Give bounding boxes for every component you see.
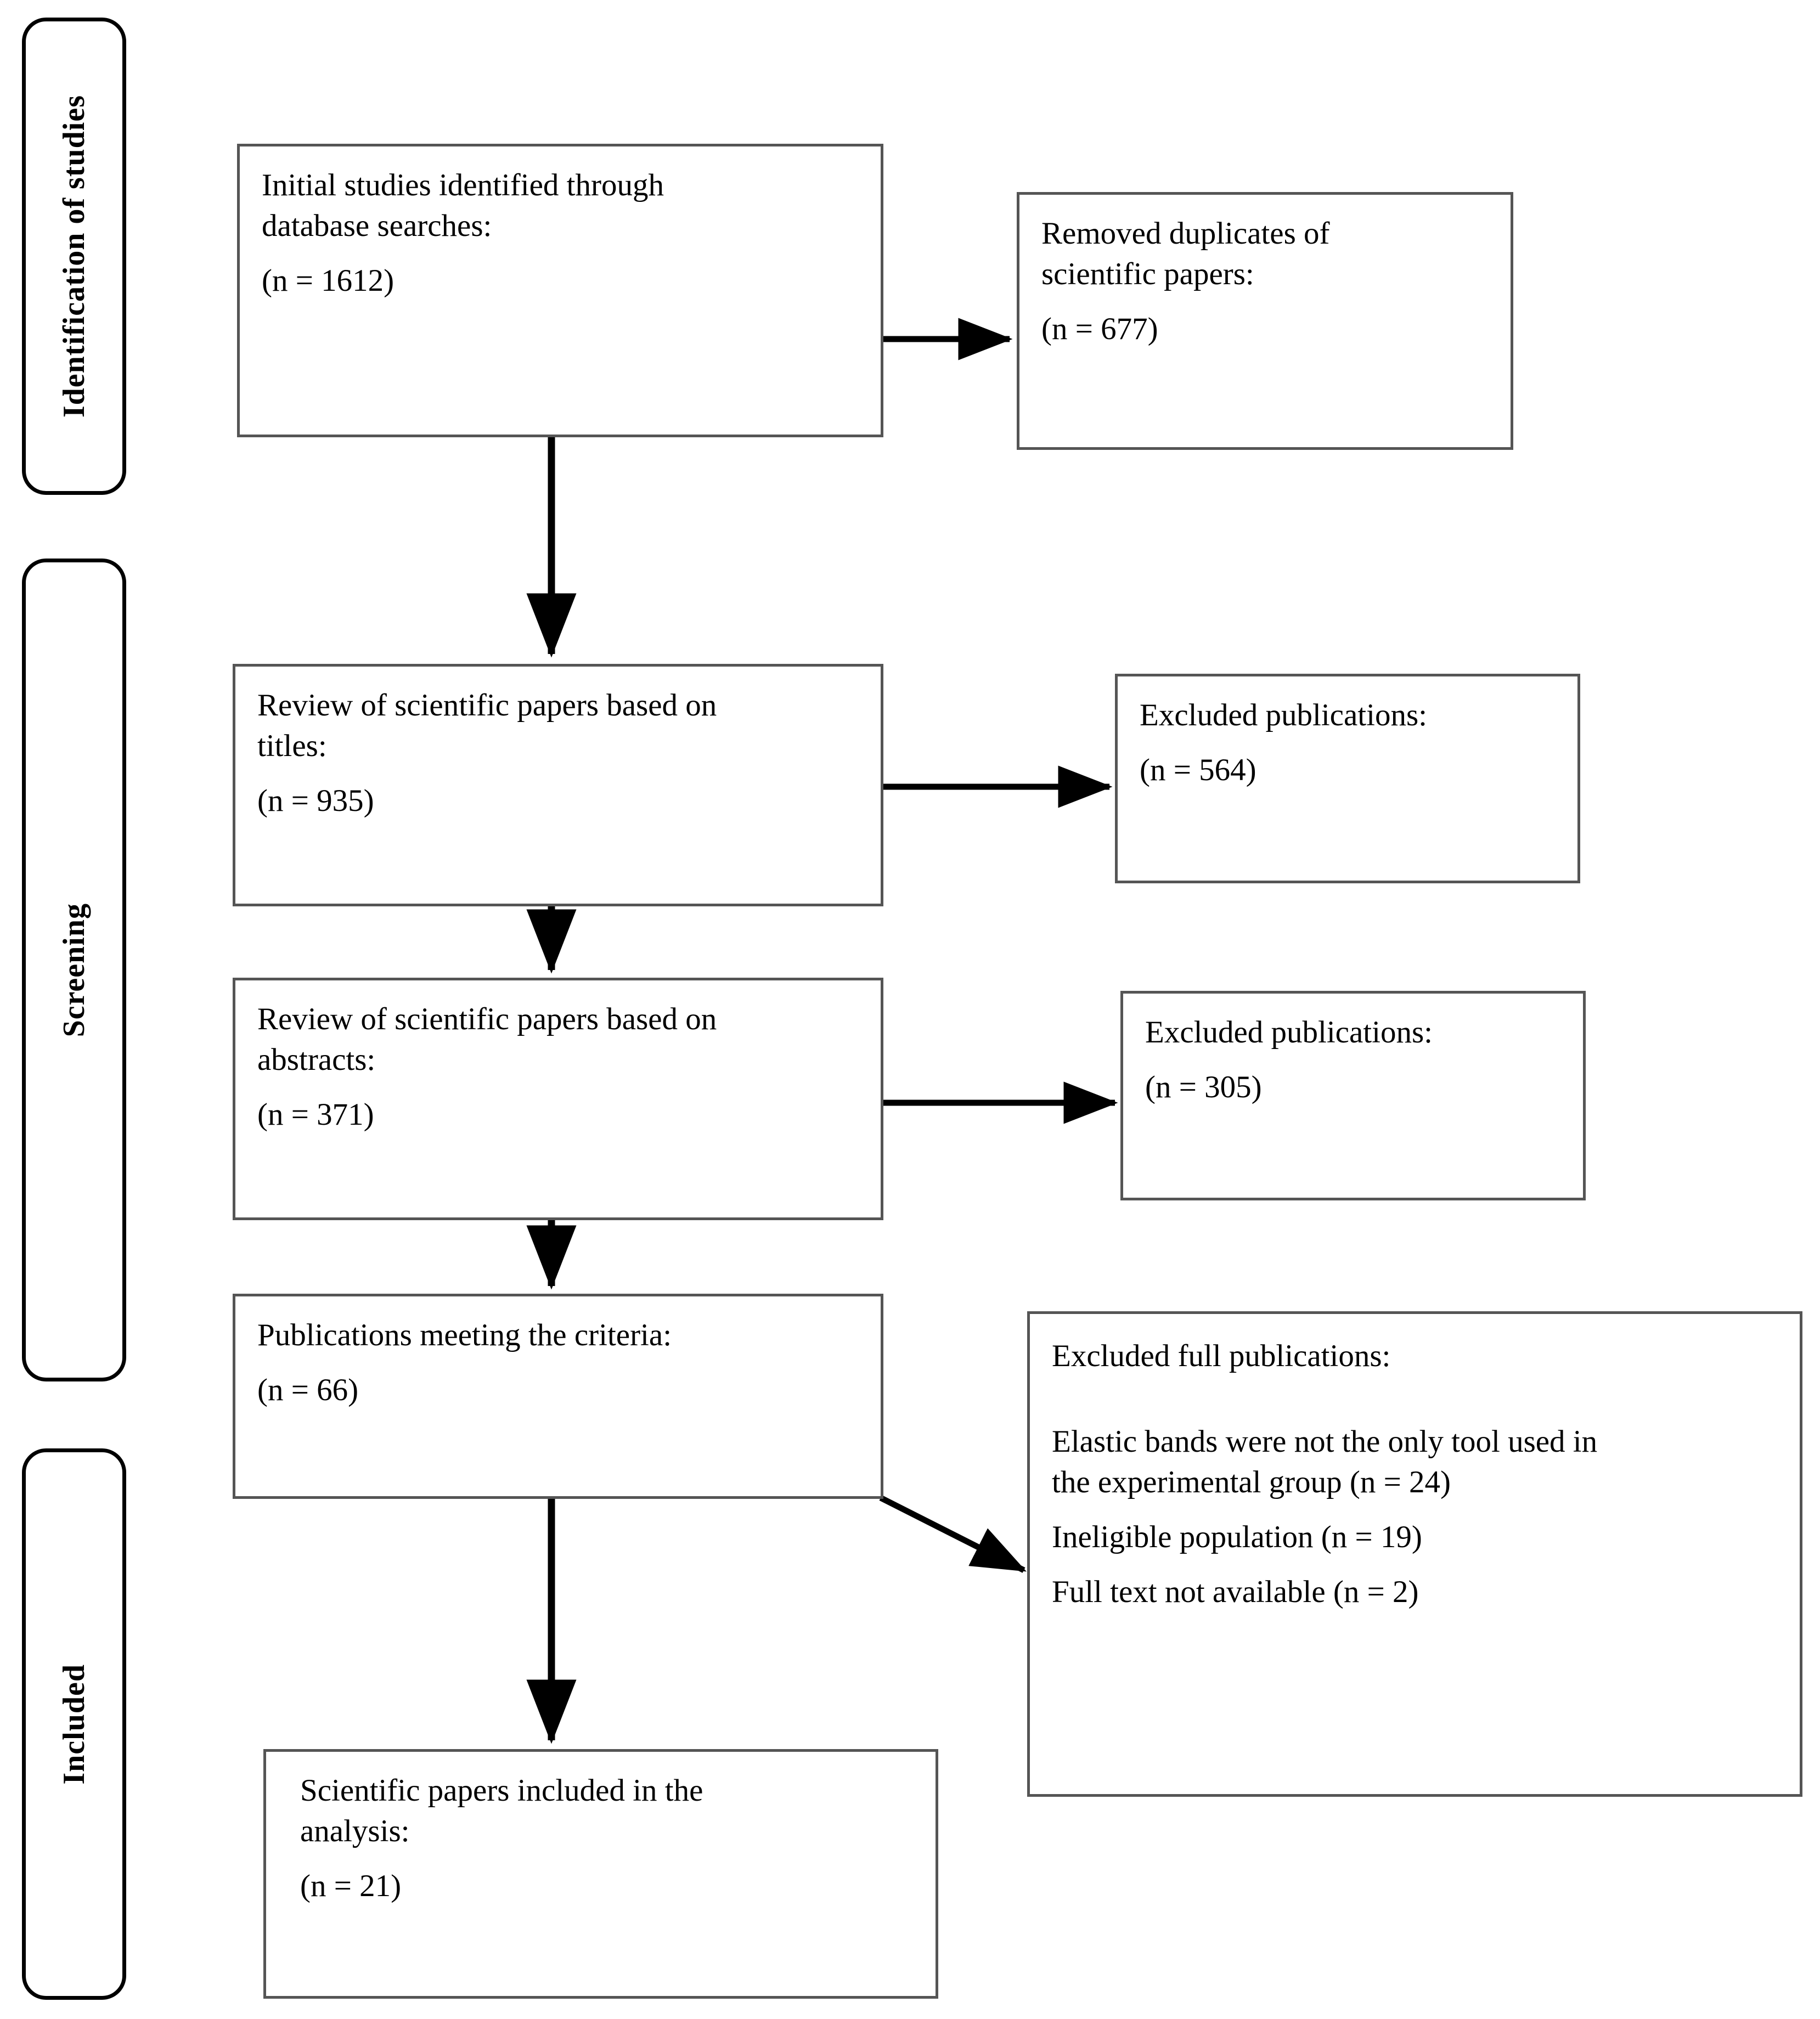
review-titles-line1: Review of scientific papers based on xyxy=(257,688,717,723)
box-review-titles: Review of scientific papers based on tit… xyxy=(233,664,883,906)
stage-label-screening: Screening xyxy=(57,903,91,1037)
excluded-full-heading: Excluded full publications: xyxy=(1052,1339,1391,1373)
box-excluded-titles: Excluded publications: (n = 564) xyxy=(1115,674,1580,883)
arrow-criteria-to-excluded-full xyxy=(879,1495,1027,1573)
removed-duplicates-line1: Removed duplicates of xyxy=(1041,216,1330,251)
review-titles-line2: titles: xyxy=(257,729,327,764)
stage-capsule-screening: Screening xyxy=(22,559,126,1381)
stage-capsule-identification: Identification of studies xyxy=(22,18,126,495)
included-papers-line1: Scientific papers included in the xyxy=(300,1773,703,1808)
excluded-full-reason2: Ineligible population (n = 19) xyxy=(1052,1520,1422,1555)
initial-studies-count: (n = 1612) xyxy=(262,263,395,298)
stage-capsule-included: Included xyxy=(22,1448,126,2000)
box-removed-duplicates: Removed duplicates of scientific papers:… xyxy=(1017,192,1513,450)
excluded-full-reason3: Full text not available (n = 2) xyxy=(1052,1575,1419,1610)
box-excluded-full-publications: Excluded full publications: Elastic band… xyxy=(1027,1311,1802,1797)
review-titles-count: (n = 935) xyxy=(257,783,374,819)
review-abstracts-line1: Review of scientific papers based on xyxy=(257,1002,717,1036)
review-abstracts-count: (n = 371) xyxy=(257,1097,374,1132)
excluded-titles-line1: Excluded publications: xyxy=(1140,698,1427,732)
review-abstracts-line2: abstracts: xyxy=(257,1042,376,1078)
box-meeting-criteria: Publications meeting the criteria: (n = … xyxy=(233,1294,883,1499)
excluded-abstracts-count: (n = 305) xyxy=(1145,1070,1262,1105)
box-included-papers: Scientific papers included in the analys… xyxy=(263,1749,938,1999)
box-excluded-abstracts: Excluded publications: (n = 305) xyxy=(1120,991,1586,1200)
meeting-criteria-line1: Publications meeting the criteria: xyxy=(257,1318,672,1352)
initial-studies-line2: database searches: xyxy=(262,208,492,244)
stage-label-included: Included xyxy=(57,1663,91,1785)
excluded-full-reason1-line2: the experimental group (n = 24) xyxy=(1052,1465,1451,1500)
initial-studies-line1: Initial studies identified through xyxy=(262,168,664,202)
included-papers-line2: analysis: xyxy=(300,1814,410,1849)
included-papers-count: (n = 21) xyxy=(300,1869,402,1904)
excluded-titles-count: (n = 564) xyxy=(1140,753,1256,788)
meeting-criteria-count: (n = 66) xyxy=(257,1373,359,1408)
removed-duplicates-line2: scientific papers: xyxy=(1041,257,1254,292)
stage-label-identification: Identification of studies xyxy=(57,94,91,418)
box-review-abstracts: Review of scientific papers based on abs… xyxy=(233,978,883,1220)
box-initial-studies: Initial studies identified through datab… xyxy=(237,144,883,437)
removed-duplicates-count: (n = 677) xyxy=(1041,312,1158,347)
excluded-full-reason1-line1: Elastic bands were not the only tool use… xyxy=(1052,1424,1598,1459)
excluded-abstracts-line1: Excluded publications: xyxy=(1145,1015,1433,1050)
